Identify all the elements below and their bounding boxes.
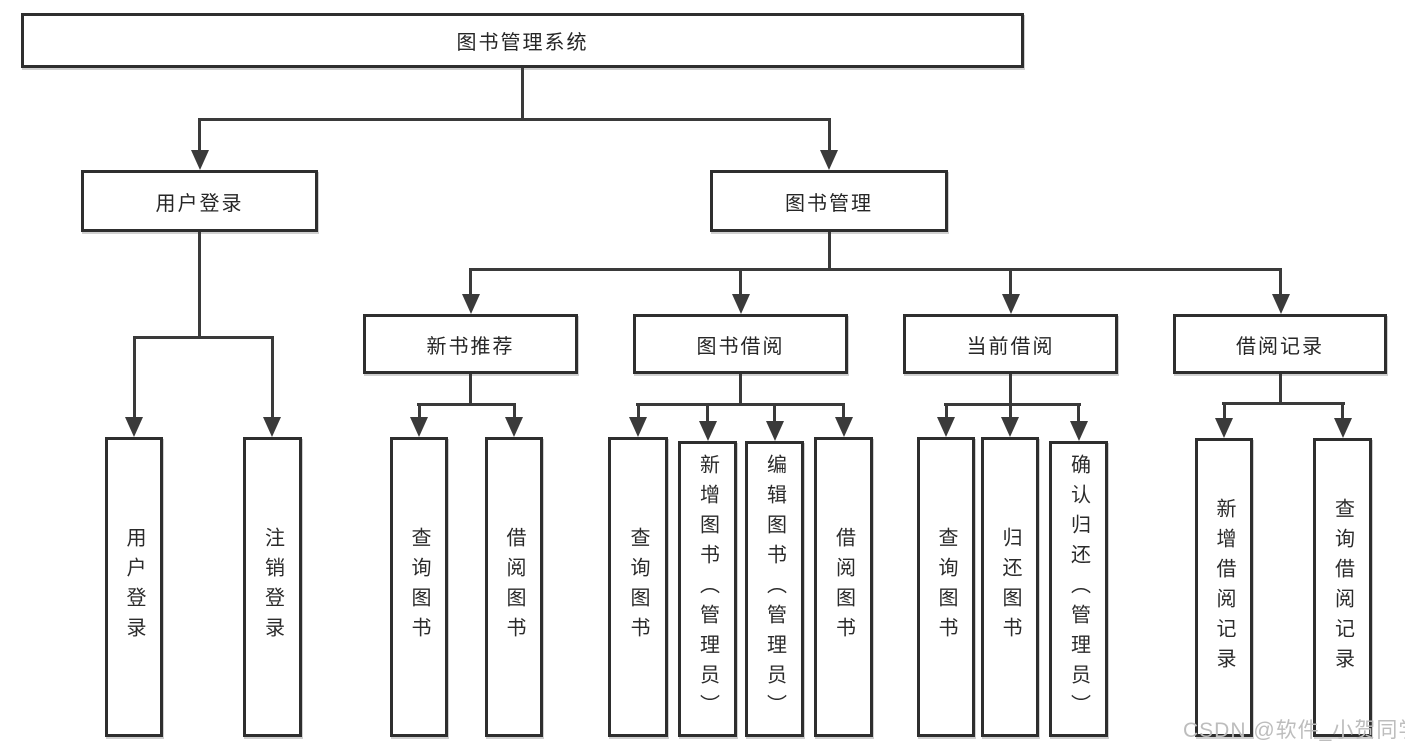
connector-line [739,268,742,294]
connector-line [521,68,524,119]
connector-line [469,268,1282,271]
node-book-management: 图书管理 [710,170,948,232]
connector-line [417,403,516,406]
node-current-borrow: 当前借阅 [903,314,1118,374]
leaf-query-books-recommend: 查询图书 [390,437,448,737]
leaf-query-books-borrow: 查询图书 [608,437,668,737]
connector-line [198,118,201,152]
connector-line [271,336,274,417]
leaf-label: 用户登录 [123,527,145,647]
node-library-management-system: 图书管理系统 [21,13,1024,68]
arrow-down-icon [1334,418,1352,438]
leaf-borrow-books-borrow: 借阅图书 [814,437,873,737]
connector-line [198,232,201,339]
arrow-down-icon [699,421,717,441]
connector-line [706,403,709,421]
arrow-down-icon [1070,421,1088,441]
node-label: 当前借阅 [966,335,1055,358]
connector-line [513,403,516,417]
connector-line [636,403,845,406]
leaf-label: 借阅图书 [503,527,525,647]
arrow-down-icon [820,150,838,170]
leaf-label: 确认归还（管理员） [1067,454,1090,724]
node-user-login: 用户登录 [81,170,318,232]
connector-line [1009,374,1012,406]
connector-line [944,403,1081,406]
connector-line [1279,374,1282,404]
connector-line [842,403,845,417]
leaf-label: 新增图书（管理员） [696,454,719,724]
node-label: 图书借阅 [696,335,785,358]
node-label: 图书管理系统 [456,32,589,54]
connector-line [828,232,831,271]
node-label: 借阅记录 [1236,335,1324,358]
connector-line [1009,403,1012,417]
connector-line [469,268,472,294]
connector-line [637,403,640,417]
leaf-label: 归还图书 [999,527,1021,647]
arrow-down-icon [191,150,209,170]
leaf-label: 新增借阅记录 [1213,497,1235,678]
node-book-borrow: 图书借阅 [633,314,848,374]
leaf-borrow-books-recommend: 借阅图书 [485,437,543,737]
node-label: 图书管理 [785,192,873,215]
node-label: 用户登录 [155,192,244,215]
arrow-down-icon [1272,294,1290,314]
connector-line [1077,403,1080,421]
leaf-label: 编辑图书（管理员） [763,454,786,724]
leaf-label: 借阅图书 [832,527,855,647]
arrow-down-icon [629,417,647,437]
leaf-label: 查询图书 [935,527,957,647]
connector-line [133,336,136,417]
connector-line [945,403,948,417]
node-new-book-recommend: 新书推荐 [363,314,578,374]
connector-line [1223,402,1226,418]
leaf-logout: 注销登录 [243,437,302,737]
leaf-label: 注销登录 [261,527,284,647]
arrow-down-icon [732,294,750,314]
arrow-down-icon [1215,418,1233,438]
arrow-down-icon [1001,417,1019,437]
leaf-confirm-return-admin: 确认归还（管理员） [1049,441,1108,737]
arrow-down-icon [937,417,955,437]
arrow-down-icon [462,294,480,314]
connector-line [1222,402,1345,405]
leaf-user-login: 用户登录 [105,437,163,737]
arrow-down-icon [766,421,784,441]
leaf-label: 查询图书 [408,527,430,647]
connector-line [198,118,831,121]
connector-line [773,403,776,421]
connector-line [418,403,421,417]
leaf-add-borrow-record: 新增借阅记录 [1195,438,1253,737]
leaf-edit-book-admin: 编辑图书（管理员） [745,441,804,737]
arrow-down-icon [125,417,143,437]
node-borrow-records: 借阅记录 [1173,314,1387,374]
leaf-query-books-current: 查询图书 [917,437,975,737]
leaf-query-borrow-record: 查询借阅记录 [1313,438,1372,737]
arrow-down-icon [505,417,523,437]
leaf-label: 查询借阅记录 [1331,497,1354,678]
connector-line [1279,268,1282,294]
csdn-watermark: CSDN @软件_小贺同学 [1183,719,1405,742]
arrow-down-icon [410,417,428,437]
arrow-down-icon [1002,294,1020,314]
leaf-return-book: 归还图书 [981,437,1039,737]
leaf-label: 查询图书 [627,527,649,647]
arrow-down-icon [835,417,853,437]
connector-line [1009,268,1012,294]
connector-line [133,336,274,339]
arrow-down-icon [263,417,281,437]
node-label: 新书推荐 [426,335,515,358]
connector-line [828,118,831,152]
connector-line [469,374,472,406]
connector-line [739,374,742,406]
leaf-add-book-admin: 新增图书（管理员） [678,441,737,737]
connector-line [1341,402,1344,418]
